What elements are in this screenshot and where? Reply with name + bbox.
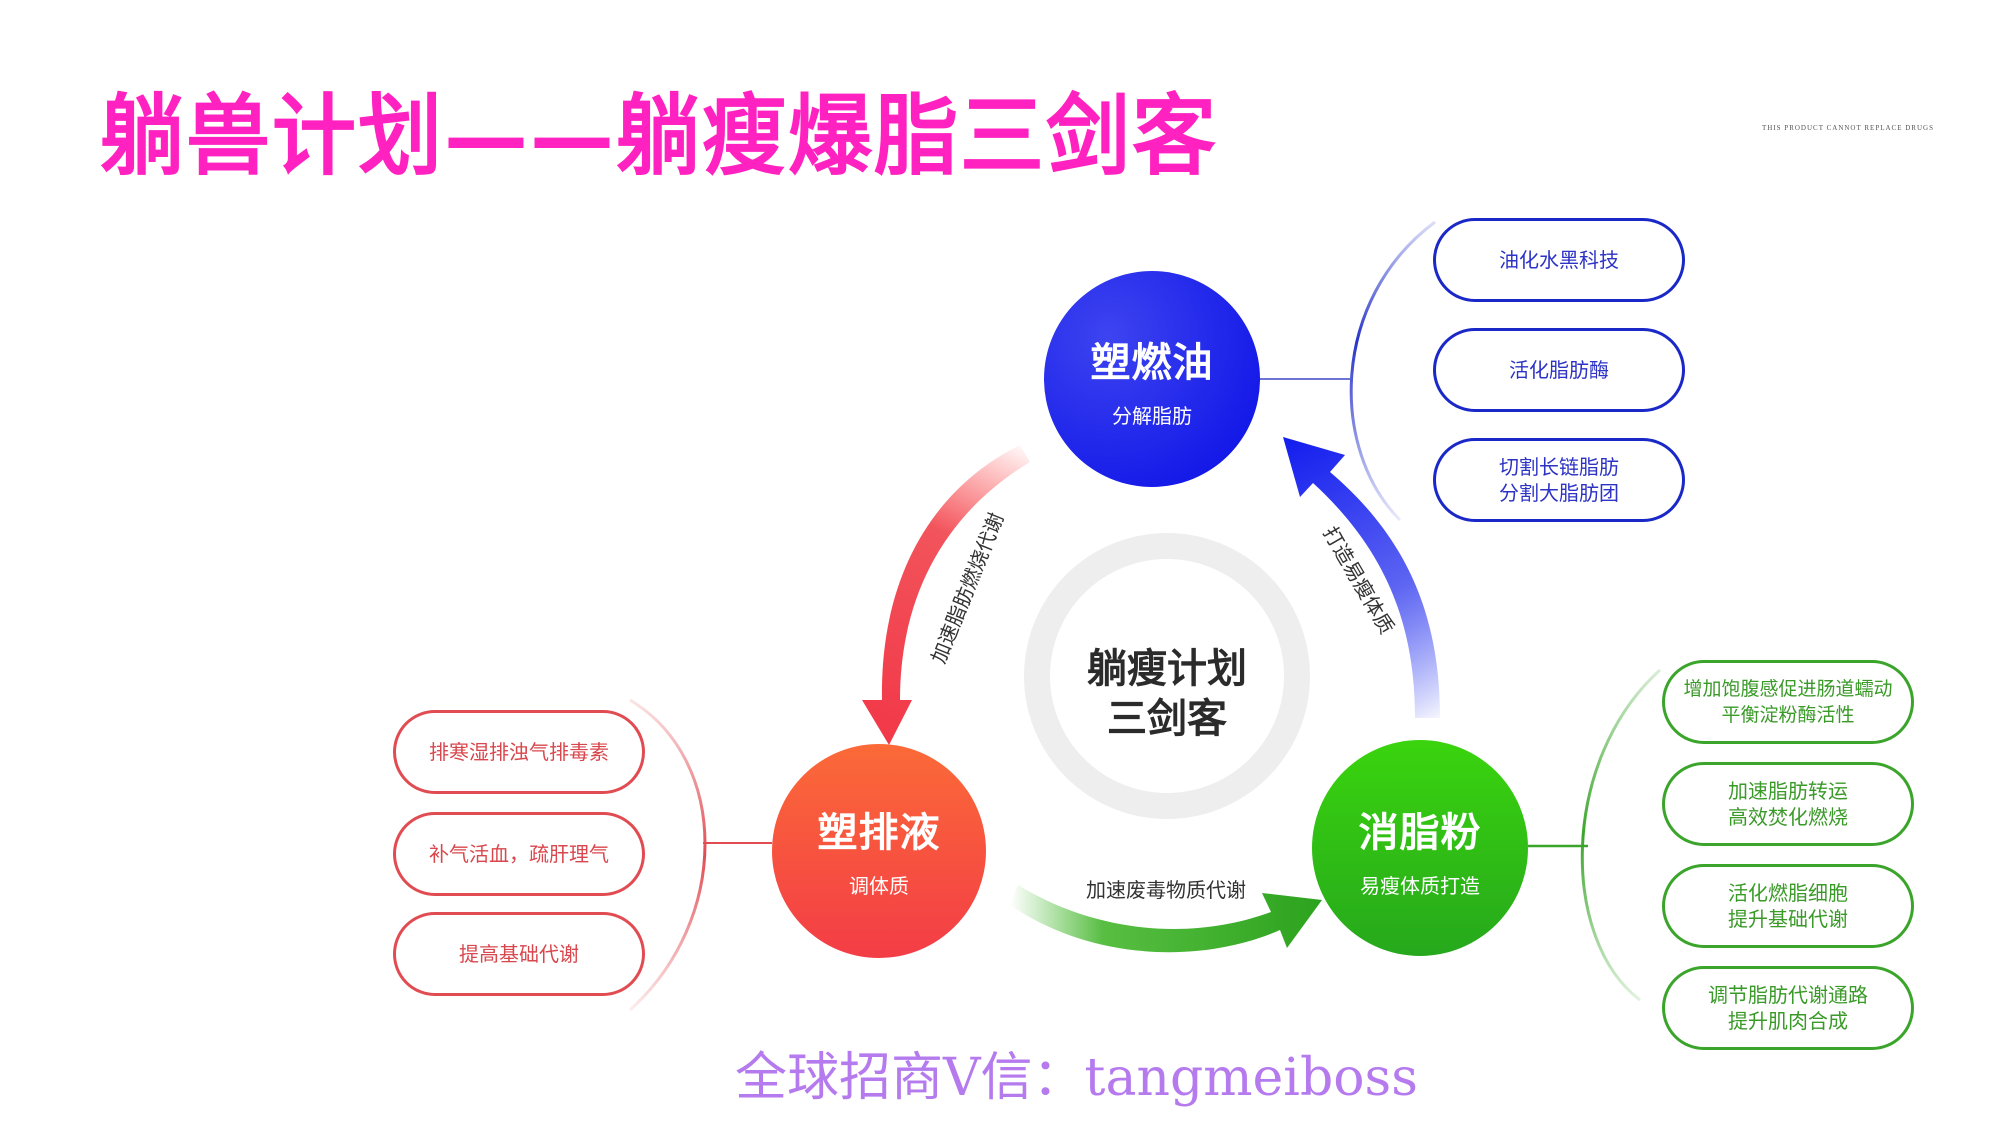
blue-item-2-text: 活化脂肪酶	[1509, 358, 1609, 382]
green-bracket-arc	[1580, 668, 1662, 1002]
green-item-3-text: 活化燃脂细胞 提升基础代谢	[1728, 881, 1848, 931]
node-green-subtitle: 易瘦体质打造	[1360, 874, 1480, 898]
node-red: 塑排液 调体质	[771, 800, 987, 899]
arrow-blue-to-red	[862, 445, 1030, 745]
red-item-2-text: 补气活血，疏肝理气	[429, 842, 609, 866]
arrow-green-to-blue	[1283, 437, 1440, 718]
node-green-title: 消脂粉	[1358, 810, 1482, 856]
node-blue-circle	[1044, 271, 1260, 487]
green-item-2-text: 加速脂肪转运 高效焚化燃烧	[1728, 779, 1848, 829]
red-item-2: 补气活血，疏肝理气	[393, 812, 645, 896]
red-item-1-text: 排寒湿排浊气排毒素	[429, 740, 609, 764]
node-red-subtitle: 调体质	[849, 874, 909, 898]
red-item-1: 排寒湿排浊气排毒素	[393, 710, 645, 794]
blue-item-1-text: 油化水黑科技	[1499, 248, 1619, 272]
center-ring	[1024, 533, 1310, 819]
page-title: 躺兽计划——躺瘦爆脂三剑客	[100, 83, 1219, 188]
green-item-4-text: 调节脂肪代谢通路 提升肌肉合成	[1708, 983, 1868, 1033]
green-item-2: 加速脂肪转运 高效焚化燃烧	[1662, 762, 1914, 846]
center-title-line2: 三剑客	[1107, 696, 1227, 742]
node-blue-title: 塑燃油	[1090, 340, 1214, 386]
blue-item-2: 活化脂肪酶	[1433, 328, 1685, 412]
green-item-3: 活化燃脂细胞 提升基础代谢	[1662, 864, 1914, 948]
node-red-title: 塑排液	[817, 810, 941, 856]
arrow-label-red-to-green: 加速废毒物质代谢	[1086, 878, 1246, 902]
blue-item-3: 切割长链脂肪 分割大脂肪团	[1433, 438, 1685, 522]
disclaimer-text: THIS PRODUCT CANNOT REPLACE DRUGS	[1762, 124, 1934, 132]
footer-contact: 全球招商V信：tangmeiboss	[735, 1048, 1418, 1108]
node-blue: 塑燃油 分解脂肪	[1044, 330, 1260, 429]
center-title-line1: 躺瘦计划	[1087, 646, 1247, 692]
center-title: 躺瘦计划 三剑客	[1047, 644, 1287, 744]
node-red-circle	[772, 744, 986, 958]
red-item-3: 提高基础代谢	[393, 912, 645, 996]
green-item-1-text: 增加饱腹感促进肠道蠕动 平衡淀粉酶活性	[1683, 678, 1893, 726]
red-item-3-text: 提高基础代谢	[459, 942, 579, 966]
blue-item-3-text: 切割长链脂肪 分割大脂肪团	[1499, 455, 1619, 505]
blue-item-1: 油化水黑科技	[1433, 218, 1685, 302]
green-item-4: 调节脂肪代谢通路 提升肌肉合成	[1662, 966, 1914, 1050]
arrow-red-to-green	[1010, 885, 1322, 953]
blue-bracket-arc	[1349, 220, 1436, 522]
red-bracket-arc	[628, 698, 707, 1012]
node-green-circle	[1312, 740, 1528, 956]
node-blue-subtitle: 分解脂肪	[1112, 404, 1192, 428]
node-green: 消脂粉 易瘦体质打造	[1312, 800, 1528, 899]
green-item-1: 增加饱腹感促进肠道蠕动 平衡淀粉酶活性	[1662, 660, 1914, 744]
center-disc	[1051, 560, 1283, 792]
